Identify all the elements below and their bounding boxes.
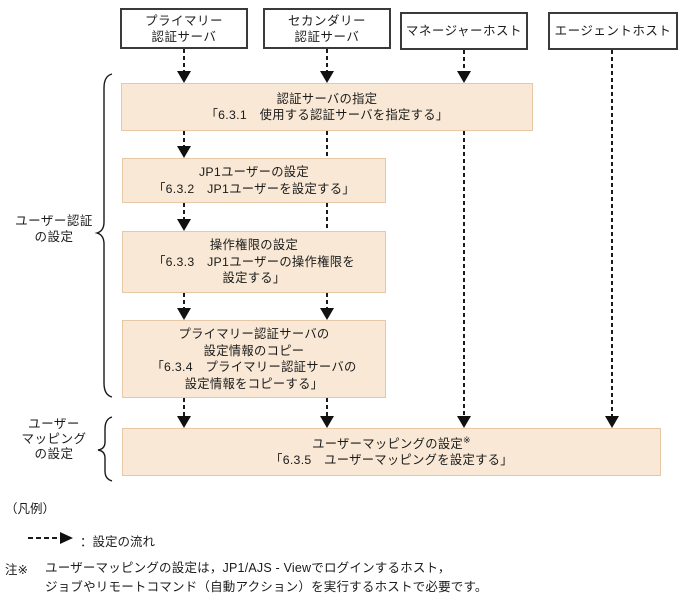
host-box-manager-host: マネージャーホスト — [400, 12, 528, 50]
dashed-connector — [183, 203, 185, 221]
host-label-line: プライマリー — [144, 13, 223, 28]
dashed-connector — [183, 293, 185, 310]
dashed-connector — [183, 398, 185, 418]
flow-arrowhead — [320, 308, 334, 320]
legend-heading: （凡例） — [5, 502, 56, 516]
flow-arrowhead — [320, 71, 334, 83]
host-label-line: 認証サーバ — [294, 29, 360, 44]
flow-arrowhead — [457, 416, 471, 428]
step-title: 操作権限の設定 — [209, 238, 299, 253]
host-box-primary-auth-server: プライマリー 認証サーバ — [120, 8, 248, 49]
flow-arrowhead — [177, 219, 191, 231]
step-box-specify-auth-server: 認証サーバの指定 「6.3.1 使用する認証サーバを指定する」 — [121, 83, 533, 131]
brace-user-auth — [94, 73, 113, 398]
note-reference-marker: ※ — [463, 434, 471, 445]
step-reference: 「6.3.4 プライマリー認証サーバの — [151, 360, 357, 374]
flow-arrowhead — [177, 71, 191, 83]
step-title: 設定情報のコピー — [203, 343, 305, 358]
flow-arrowhead — [320, 416, 334, 428]
host-label-line: エージェントホスト — [554, 24, 672, 38]
step-title: JP1ユーザーの設定 — [198, 165, 310, 179]
footnote-text: ユーザーマッピングの設定は，JP1/AJS - Viewでログインするホスト， … — [45, 559, 488, 596]
step-box-set-user-mapping: ユーザーマッピングの設定※ 「6.3.5 ユーザーマッピングを設定する」 — [122, 428, 661, 476]
dashed-connector — [183, 49, 185, 73]
step-box-set-jp1-user: JP1ユーザーの設定 「6.3.2 JP1ユーザーを設定する」 — [122, 158, 386, 203]
flow-arrowhead — [177, 146, 191, 158]
flow-arrowhead — [177, 416, 191, 428]
footnote-marker: 注※ — [5, 563, 28, 577]
brace-user-mapping — [97, 416, 113, 482]
legend-flow-label: ：設定の流れ — [80, 535, 156, 549]
dashed-connector — [463, 131, 465, 418]
step-box-copy-primary-settings: プライマリー認証サーバの 設定情報のコピー 「6.3.4 プライマリー認証サーバ… — [122, 320, 386, 398]
legend-dashed-line — [28, 537, 60, 539]
step-reference: 設定情報をコピーする」 — [184, 376, 324, 391]
step-reference: 設定する」 — [222, 271, 286, 286]
dashed-connector — [326, 398, 328, 418]
step-box-set-operation-permission: 操作権限の設定 「6.3.3 JP1ユーザーの操作権限を 設定する」 — [122, 231, 386, 293]
step-reference: 「6.3.1 使用する認証サーバを指定する」 — [205, 108, 449, 122]
dashed-connector — [326, 131, 328, 158]
footnote-line: ジョブやリモートコマンド（自動アクション）を実行するホストで必要です。 — [45, 579, 488, 594]
group-label-user-auth: ユーザー認証 の設定 — [15, 214, 93, 244]
host-label-line: セカンダリー — [287, 13, 366, 28]
group-label-user-mapping: ユーザー マッピング の設定 — [21, 417, 87, 461]
dashed-connector — [183, 131, 185, 148]
step-title: プライマリー認証サーバの — [178, 327, 330, 341]
footnote-line: ユーザーマッピングの設定は，JP1/AJS - Viewでログインするホスト， — [45, 561, 451, 575]
dashed-connector — [463, 50, 465, 73]
flow-arrowhead — [605, 416, 619, 428]
flow-arrowhead — [457, 71, 471, 83]
host-label-line: 認証サーバ — [151, 29, 217, 44]
step-title: ユーザーマッピングの設定※ — [312, 434, 471, 451]
dashed-connector — [326, 293, 328, 310]
step-reference: 「6.3.2 JP1ユーザーを設定する」 — [153, 181, 355, 196]
host-box-secondary-auth-server: セカンダリー 認証サーバ — [263, 8, 391, 49]
flow-arrowhead — [177, 308, 191, 320]
legend-arrowhead-icon — [60, 531, 73, 544]
step-reference: 「6.3.3 JP1ユーザーの操作権限を — [153, 254, 355, 269]
step-title: 認証サーバの指定 — [276, 91, 378, 106]
host-box-agent-host: エージェントホスト — [548, 12, 678, 50]
dashed-connector — [611, 50, 613, 418]
step-reference: 「6.3.5 ユーザーマッピングを設定する」 — [270, 453, 513, 467]
dashed-connector — [326, 203, 328, 231]
dashed-connector — [326, 49, 328, 73]
host-label-line: マネージャーホスト — [405, 24, 523, 38]
